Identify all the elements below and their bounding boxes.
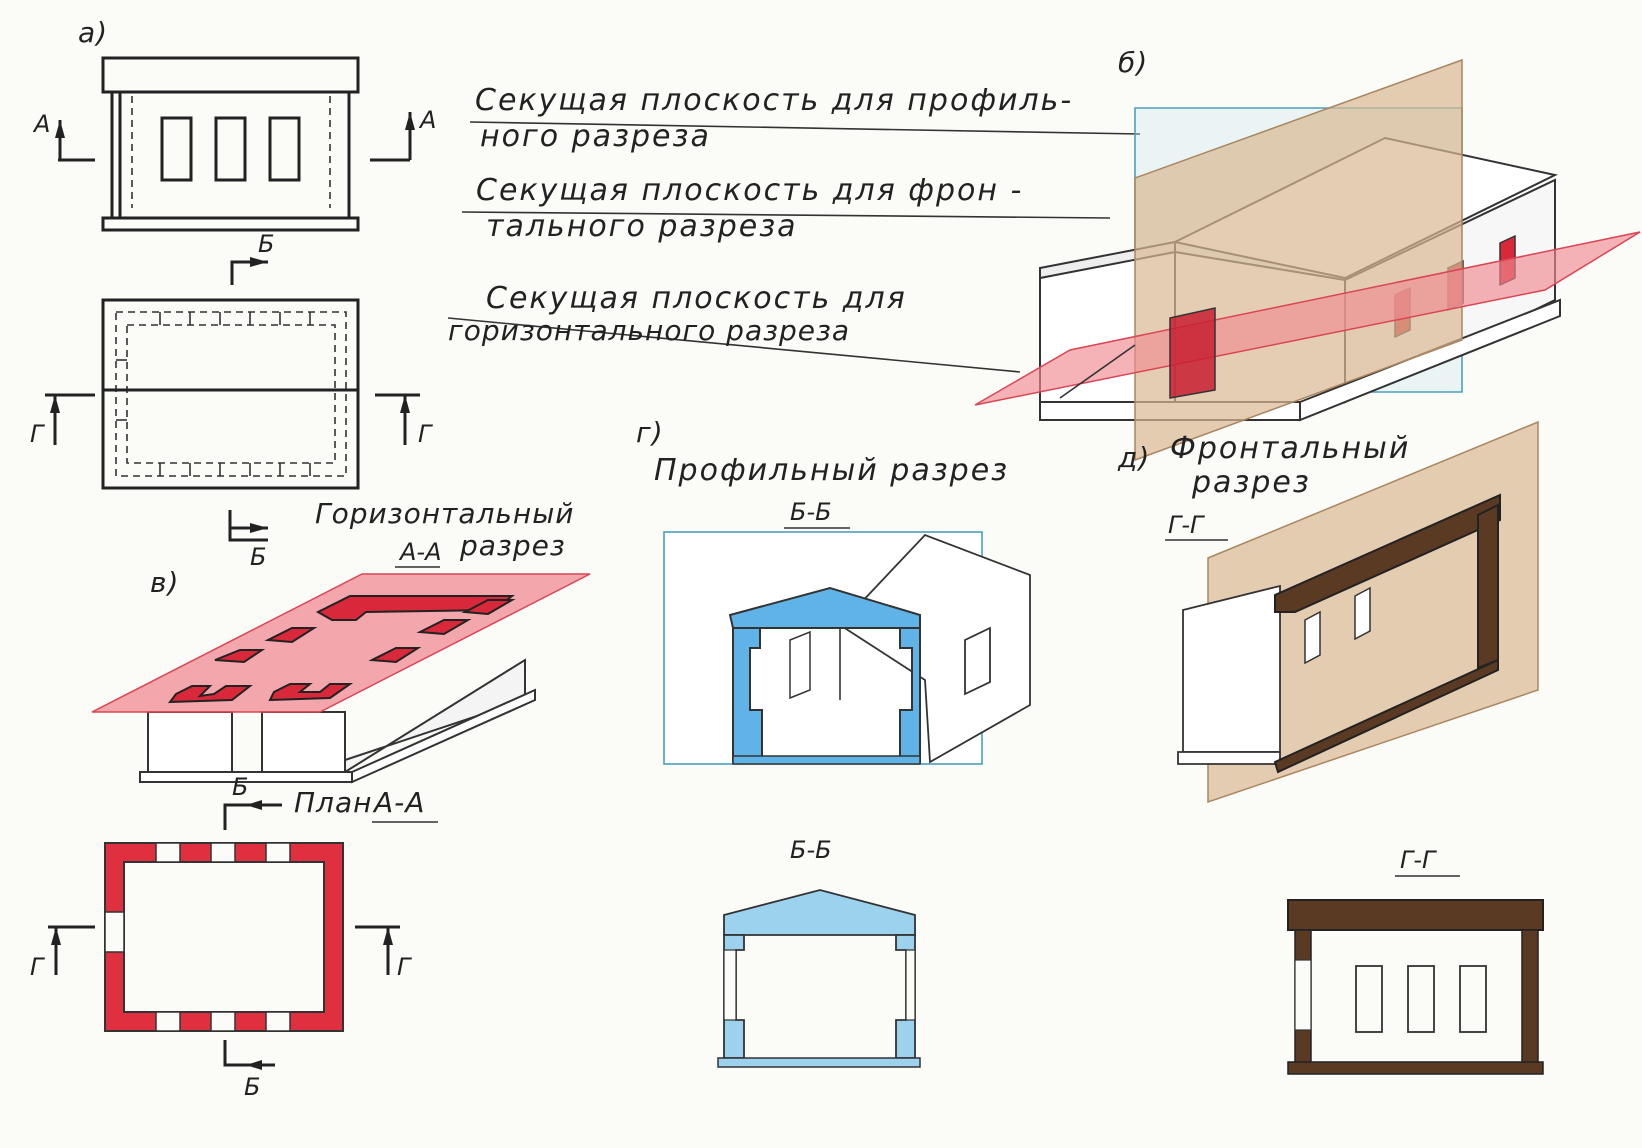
profile-section-3d xyxy=(663,531,1031,765)
panel-label-v: в) xyxy=(150,566,179,599)
panel-label-d: д) xyxy=(1117,441,1150,474)
mark-b-bottom-letter: Б xyxy=(250,543,266,571)
profile-section-2d xyxy=(717,889,921,1068)
front-view xyxy=(101,56,360,232)
mark-b-plan-top-letter: Б xyxy=(232,773,248,801)
frontal-2d-gg: Г-Г xyxy=(1400,846,1437,874)
plan-title: План xyxy=(294,786,372,819)
mark-b-plan-bottom-letter: Б xyxy=(244,1073,260,1101)
frontal-title-2: разрез xyxy=(1191,465,1311,500)
plan-title-aa: А-А xyxy=(372,786,425,819)
top-view xyxy=(101,298,360,490)
frontal-section-2d xyxy=(1287,899,1544,1075)
section-mark-g-plan-right: Г xyxy=(355,925,412,981)
horizontal-title-aa: А-А xyxy=(398,538,442,566)
mark-a-left-letter: А xyxy=(32,110,50,138)
section-mark-g-right: Г xyxy=(375,393,433,448)
section-mark-b-bottom: Б xyxy=(228,510,268,571)
profile-plane-label-2: ного разреза xyxy=(480,119,711,154)
mark-g-plan-right-letter: Г xyxy=(397,953,412,981)
frontal-plane-label-1: Секущая плоскость для фрон - xyxy=(476,173,1023,208)
horizontal-title-line1: Горизонтальный xyxy=(315,497,575,530)
mark-g-plan-left-letter: Г xyxy=(30,953,45,981)
horizontal-plane-label-1: Секущая плоскость для xyxy=(486,281,907,316)
horizontal-plane-label-2: горизонтального разреза xyxy=(448,314,850,347)
section-mark-a-right: А xyxy=(370,106,436,162)
section-mark-g-plan-left: Г xyxy=(30,925,95,981)
horizontal-section-3d xyxy=(91,573,591,784)
frontal-plane-label-2: тального разреза xyxy=(486,209,798,244)
section-mark-b-top: Б xyxy=(230,230,274,285)
frontal-title-1: Фронтальный xyxy=(1170,431,1410,466)
panel-label-a: а) xyxy=(78,16,108,49)
profile-2d-bb: Б-Б xyxy=(790,836,832,864)
frontal-section-3d xyxy=(1177,420,1539,804)
section-mark-g-left: Г xyxy=(30,393,95,448)
building-3d-with-planes xyxy=(974,58,1641,462)
section-mark-a-left: А xyxy=(32,110,95,162)
section-mark-b-plan-bottom: Б xyxy=(223,1040,275,1101)
horizontal-title-line2: разрез xyxy=(459,529,566,562)
section-mark-b-plan-top: Б xyxy=(223,773,282,830)
mark-a-right-letter: А xyxy=(418,106,436,134)
profile-section-bb: Б-Б xyxy=(790,498,832,526)
plan-view xyxy=(104,842,344,1032)
mark-g-right-letter: Г xyxy=(418,420,433,448)
mark-g-left-letter: Г xyxy=(30,420,45,448)
mark-b-top-letter: Б xyxy=(258,230,274,258)
frontal-section-gg: Г-Г xyxy=(1168,511,1205,539)
profile-section-title: Профильный разрез xyxy=(654,453,1009,488)
profile-plane-label-1: Секущая плоскость для профиль- xyxy=(475,83,1073,118)
panel-label-b: б) xyxy=(1118,46,1148,79)
panel-label-g: г) xyxy=(636,416,664,449)
